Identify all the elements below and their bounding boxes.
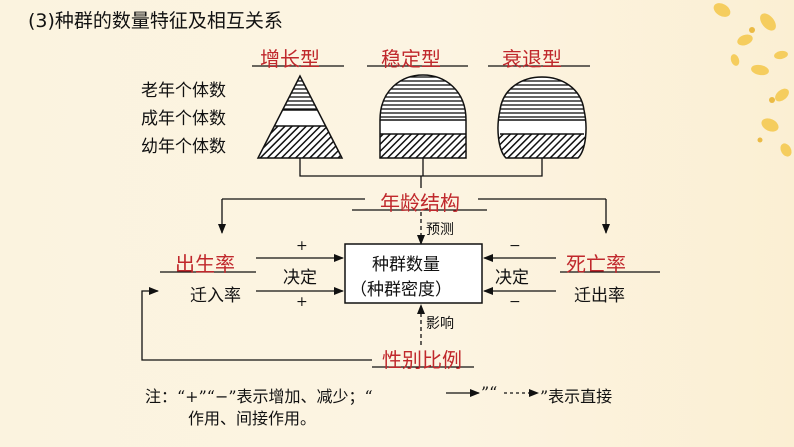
stable-type-label: 稳定型 [381,47,441,71]
influence-label: 影响 [426,316,454,332]
age-structure-label: 年龄结构 [380,191,460,215]
adult-count-label: 成年个体数 [141,109,226,129]
age-structure-lines [218,198,610,234]
decide-left-label: 决定 [283,268,317,288]
decide-right-label: 决定 [495,268,529,288]
sex-ratio-label: 性别比例 [382,348,462,372]
stable-pyramid-shape [379,74,467,159]
young-count-label: 幼年个体数 [141,137,226,157]
note-text-line2: 作用、间接作用。 [188,409,317,428]
declining-pyramid-shape [497,76,587,159]
birth-side-lines [160,254,344,295]
pyramid-bracket-lines [299,158,543,188]
minus-bottom-label: − [509,294,521,310]
death-side-lines [483,254,660,295]
note-text-mid: ”“ [481,383,498,402]
plus-top-label: + [296,238,308,254]
sex-ratio-lines [141,287,474,368]
immigration-rate-label: 迁入率 [190,286,241,306]
birth-rate-label: 出生率 [175,252,235,276]
increasing-pyramid-shape [256,74,344,159]
note-text-end: ”表示直接 [540,387,613,406]
plus-bottom-label: + [296,294,308,310]
minus-top-label: − [509,238,521,254]
old-count-label: 老年个体数 [141,81,226,101]
increasing-type-label: 增长型 [260,47,320,71]
population-size-box [344,243,483,304]
emigration-rate-label: 迁出率 [574,286,625,306]
death-rate-label: 死亡率 [566,252,626,276]
predict-label: 预测 [426,222,454,238]
population-size-label: 种群数量 [372,255,440,275]
note-text-part1: 注：“+”“−”表示增加、减少；“ [145,387,373,406]
population-density-label: （种群密度） [350,280,452,300]
page-title: (3)种群的数量特征及相互关系 [28,10,283,32]
declining-type-label: 衰退型 [502,47,562,71]
